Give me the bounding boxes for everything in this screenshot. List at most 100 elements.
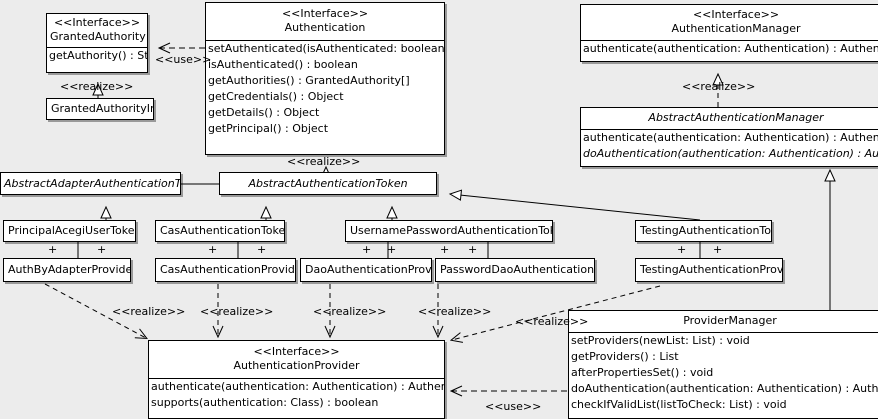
class-principal-acegi-user-token[interactable]: PrincipalAcegiUserToken xyxy=(3,220,136,242)
class-name-label: AbstractAdapterAuthenticationToken xyxy=(4,177,181,190)
class-password-dao-authentication-provider[interactable]: PasswordDaoAuthenticationProvider xyxy=(435,258,595,282)
divider xyxy=(569,332,878,333)
class-abstract-authentication-token[interactable]: AbstractAuthenticationToken xyxy=(219,172,437,195)
stereotype-label: <<Interface>> xyxy=(281,7,369,20)
class-name-label: ProviderManager xyxy=(683,314,777,327)
class-name-label: Authentication xyxy=(284,21,366,34)
class-name-label: CasAuthenticationProvider xyxy=(160,263,296,276)
class-username-password-authentication-token[interactable]: UsernamePasswordAuthenticationToken xyxy=(345,220,553,242)
operations-compartment: authenticate(authentication: Authenticat… xyxy=(581,130,878,162)
class-cas-authentication-token[interactable]: CasAuthenticationToken xyxy=(155,220,285,242)
class-abstract-adapter-authentication-token[interactable]: AbstractAdapterAuthenticationToken xyxy=(0,172,181,195)
operation: getAuthority() : String xyxy=(49,49,147,62)
class-name-label: PasswordDaoAuthenticationProvider xyxy=(440,263,595,276)
class-header: UsernamePasswordAuthenticationToken xyxy=(346,221,552,241)
class-name-label: CasAuthenticationToken xyxy=(160,224,285,237)
class-dao-authentication-provider[interactable]: DaoAuthenticationProvider xyxy=(300,258,432,282)
association-marker-plus: + xyxy=(468,243,478,256)
class-auth-by-adapter-provider[interactable]: AuthByAdapterProvider xyxy=(3,258,131,282)
class-name-label: UsernamePasswordAuthenticationToken xyxy=(350,224,553,237)
class-header: CasAuthenticationToken xyxy=(156,221,284,241)
relationship-label-realize-dao-provider: <<realize>> xyxy=(313,305,387,318)
operations-compartment: authenticate(authentication: Authenticat… xyxy=(149,379,444,411)
operation: setProviders(newList: List) : void xyxy=(571,334,750,347)
class-header: GrantedAuthorityImpl xyxy=(47,99,153,119)
class-name-label: TestingAuthenticationToken xyxy=(640,224,772,237)
class-provider-manager[interactable]: ProviderManager setProviders(newList: Li… xyxy=(568,310,878,419)
relationship-label-use-authentication-grantedauthority: <<use>> xyxy=(155,53,212,66)
association-marker-plus: + xyxy=(257,243,267,256)
class-header: PrincipalAcegiUserToken xyxy=(4,221,135,241)
class-header: AbstractAdapterAuthenticationToken xyxy=(1,173,181,194)
divider xyxy=(149,378,444,379)
class-header: PasswordDaoAuthenticationProvider xyxy=(436,259,594,281)
class-name-label: AuthenticationManager xyxy=(671,22,801,35)
operation: authenticate(authentication: Authenticat… xyxy=(583,131,878,144)
stereotype-label: <<Interface>> xyxy=(253,345,340,358)
relationship-label-realize-testing-provider: <<realize>> xyxy=(515,315,589,328)
class-header: <<Interface>> AuthenticationProvider xyxy=(149,341,444,378)
operation: afterPropertiesSet() : void xyxy=(571,366,714,379)
class-name-label: PrincipalAcegiUserToken xyxy=(8,224,136,237)
class-header: <<Interface>> GrantedAuthority xyxy=(47,14,147,47)
class-testing-authentication-token[interactable]: TestingAuthenticationToken xyxy=(635,220,772,242)
operation: checkIfValidList(listToCheck: List) : vo… xyxy=(571,398,787,411)
relationship-label-realize-abstract-authentication-token: <<realize>> xyxy=(287,155,361,168)
class-header: <<Interface>> Authentication xyxy=(206,3,444,40)
class-name-label: GrantedAuthority xyxy=(50,30,146,43)
class-header: AuthByAdapterProvider xyxy=(4,259,130,281)
class-header: CasAuthenticationProvider xyxy=(156,259,295,281)
divider xyxy=(47,47,147,48)
association-marker-plus: + xyxy=(208,243,218,256)
operations-compartment: getAuthority() : String xyxy=(47,48,147,64)
association-marker-plus: + xyxy=(387,243,397,256)
operation: authenticate(authentication: Authenticat… xyxy=(583,42,878,55)
class-granted-authority[interactable]: <<Interface>> GrantedAuthority getAuthor… xyxy=(46,13,148,73)
class-name-label: TestingAuthenticationProvider xyxy=(640,263,783,276)
class-name-label: AbstractAuthenticationToken xyxy=(248,177,408,190)
operation: getPrincipal() : Object xyxy=(208,122,329,135)
operation: doAuthentication(authentication: Authent… xyxy=(571,382,878,395)
class-name-label: DaoAuthenticationProvider xyxy=(305,263,432,276)
operations-compartment: setProviders(newList: List) : void getPr… xyxy=(569,333,878,413)
class-abstract-authentication-manager[interactable]: AbstractAuthenticationManager authentica… xyxy=(580,107,878,167)
stereotype-label: <<Interface>> xyxy=(53,16,141,29)
class-cas-authentication-provider[interactable]: CasAuthenticationProvider xyxy=(155,258,296,282)
class-header: DaoAuthenticationProvider xyxy=(301,259,431,281)
divider xyxy=(581,40,878,41)
association-marker-plus: + xyxy=(48,243,58,256)
association-marker-plus: + xyxy=(713,243,723,256)
relationship-label-use-provider-manager: <<use>> xyxy=(485,400,542,413)
class-header: ProviderManager xyxy=(569,311,878,332)
class-header: AbstractAuthenticationToken xyxy=(220,173,436,194)
operation: supports(authentication: Class) : boolea… xyxy=(151,396,379,409)
class-name-label: AuthByAdapterProvider xyxy=(8,263,131,276)
divider xyxy=(581,129,878,130)
class-granted-authority-impl[interactable]: GrantedAuthorityImpl xyxy=(46,98,154,120)
class-name-label: AuthenticationProvider xyxy=(233,359,360,372)
class-authentication[interactable]: <<Interface>> Authentication setAuthenti… xyxy=(205,2,445,155)
relationship-label-realize-cas-provider: <<realize>> xyxy=(200,305,274,318)
operations-compartment: authenticate(authentication: Authenticat… xyxy=(581,41,878,57)
relationship-label-realize-grantedauthorityimpl: <<realize>> xyxy=(60,80,134,93)
relationship-label-realize-password-dao-provider: <<realize>> xyxy=(418,305,492,318)
operation: getDetails() : Object xyxy=(208,106,320,119)
operation: authenticate(authentication: Authenticat… xyxy=(151,380,444,393)
divider xyxy=(206,40,444,41)
relationship-label-realize-abstract-authentication-manager: <<realize>> xyxy=(682,80,756,93)
class-header: TestingAuthenticationProvider xyxy=(636,259,782,281)
stereotype-label: <<Interface>> xyxy=(692,8,780,21)
association-marker-plus: + xyxy=(97,243,107,256)
association-marker-plus: + xyxy=(362,243,372,256)
class-header: <<Interface>> AuthenticationManager xyxy=(581,5,878,40)
class-header: AbstractAuthenticationManager xyxy=(581,108,878,129)
operation: doAuthentication(authentication: Authent… xyxy=(583,147,878,160)
class-header: TestingAuthenticationToken xyxy=(636,221,771,241)
class-testing-authentication-provider[interactable]: TestingAuthenticationProvider xyxy=(635,258,783,282)
class-authentication-provider[interactable]: <<Interface>> AuthenticationProvider aut… xyxy=(148,340,445,419)
class-authentication-manager[interactable]: <<Interface>> AuthenticationManager auth… xyxy=(580,4,878,62)
operation: getCredentials() : Object xyxy=(208,90,344,103)
class-name-label: GrantedAuthorityImpl xyxy=(51,102,153,115)
operation: setAuthenticated(isAuthenticated: boolea… xyxy=(208,42,445,55)
